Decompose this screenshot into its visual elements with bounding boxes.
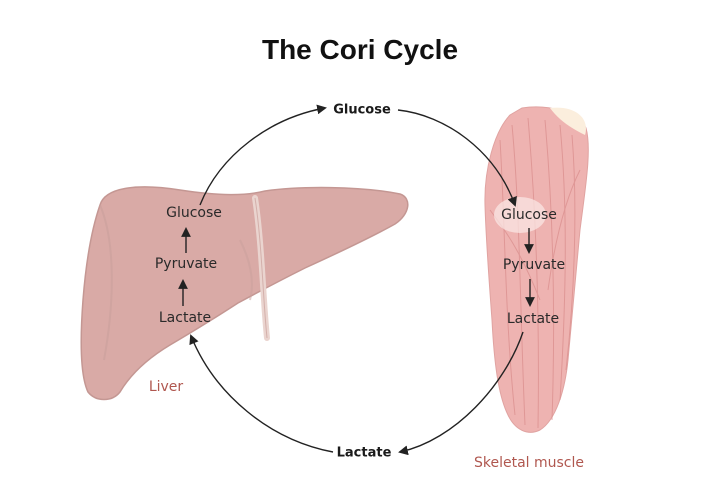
cycle-arrows — [178, 104, 535, 456]
liver-glucose-label: Glucose — [166, 205, 222, 221]
arrow-glucose-to-muscle — [397, 109, 517, 207]
liver-illustration — [80, 186, 409, 401]
cycle-bottom-lactate-label: Lactate — [336, 445, 392, 461]
liver-pyruvate-label: Pyruvate — [154, 256, 218, 272]
arrow-lactate-to-liver — [189, 334, 334, 453]
diagram-title: The Cori Cycle — [261, 34, 459, 65]
muscle-glucose-label: Glucose — [501, 207, 557, 223]
arrow-liver-to-glucose — [199, 104, 327, 206]
muscle-illustration — [484, 106, 589, 433]
liver-name-label: Liver — [148, 379, 184, 395]
arrow-muscle-to-lactate — [398, 331, 524, 456]
muscle-lactate-label: Lactate — [506, 311, 560, 327]
muscle-name-label: Skeletal muscle — [473, 455, 585, 471]
cycle-top-glucose-label: Glucose — [333, 102, 391, 118]
liver-lactate-label: Lactate — [158, 310, 212, 326]
muscle-pyruvate-label: Pyruvate — [502, 257, 566, 273]
